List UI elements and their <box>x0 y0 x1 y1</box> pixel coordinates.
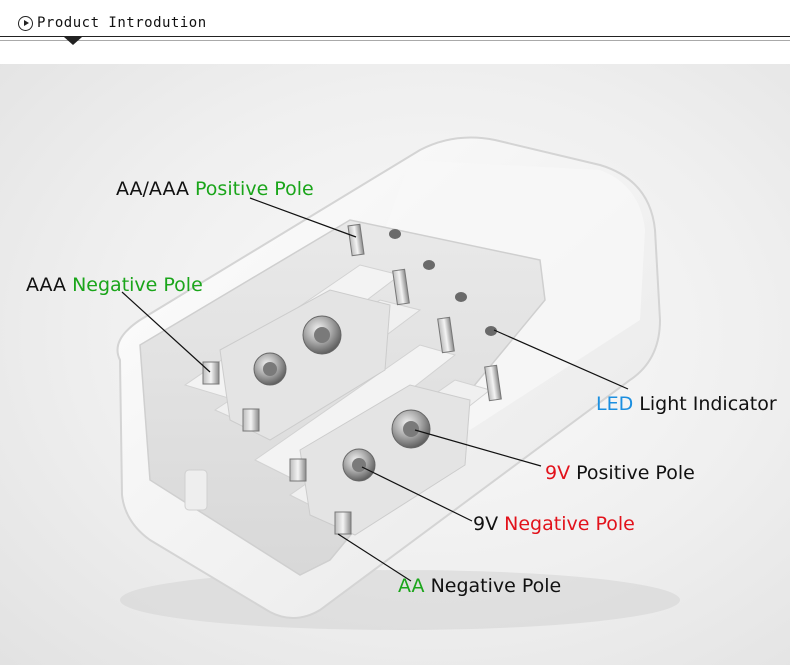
positive-contact-2 <box>392 268 410 306</box>
callout-line-aa-aaa-positive <box>249 197 357 238</box>
label-prefix: AAA <box>26 274 73 296</box>
nine-v-compartment-upper <box>219 289 391 441</box>
label-led-light-indicator: LED Light Indicator <box>596 392 777 416</box>
negative-contact-2 <box>242 408 260 432</box>
label-nine-v-negative-pole: 9V Negative Pole <box>473 512 635 536</box>
label-suffix: Positive Pole <box>570 462 695 484</box>
header-pointer-icon <box>64 37 82 45</box>
label-highlight: Positive Pole <box>195 178 314 200</box>
led-indicator-3 <box>455 292 467 302</box>
led-indicator-2 <box>423 260 435 270</box>
led-indicator-1 <box>389 229 401 239</box>
label-prefix: AA/AAA <box>116 178 196 200</box>
header-divider-thin <box>0 40 790 41</box>
positive-contact-3 <box>437 316 455 354</box>
play-circle-icon <box>18 15 33 31</box>
header-divider <box>0 36 790 37</box>
label-aaa-negative-pole: AAA Negative Pole <box>26 273 203 297</box>
label-aa-negative-pole: AA Negative Pole <box>398 574 561 598</box>
callout-line-nine-v-negative <box>361 466 473 522</box>
negative-contact-3 <box>289 458 307 482</box>
callout-lines <box>121 197 629 582</box>
section-title-text: Product Introdution <box>37 15 207 31</box>
label-highlight: Negative Pole <box>504 513 635 535</box>
callout-line-aa-negative <box>337 533 412 582</box>
label-aa-aaa-positive-pole: AA/AAA Positive Pole <box>116 177 314 201</box>
label-suffix: Negative Pole <box>424 575 562 597</box>
label-highlight: Negative Pole <box>72 274 203 296</box>
label-highlight: AA <box>398 575 425 597</box>
label-highlight: 9V <box>545 462 571 484</box>
section-header: Product Introdution <box>0 0 790 64</box>
callout-line-aaa-negative <box>121 291 211 373</box>
label-prefix: 9V <box>473 513 505 535</box>
negative-contact-4 <box>334 511 352 535</box>
led-indicator-4 <box>485 326 497 336</box>
callout-line-led <box>493 329 629 390</box>
label-suffix: Light Indicator <box>633 393 777 415</box>
slot-divider-3 <box>254 344 457 481</box>
battery-charger-illustration <box>116 136 680 630</box>
positive-contact-4 <box>484 364 502 402</box>
negative-contact-1 <box>202 361 220 385</box>
label-highlight: LED <box>596 393 634 415</box>
positive-contact-1 <box>347 223 365 257</box>
section-title: Product Introdution <box>18 12 207 34</box>
callout-line-nine-v-positive <box>414 429 542 467</box>
side-latch <box>184 469 208 511</box>
label-nine-v-positive-pole: 9V Positive Pole <box>545 461 695 485</box>
